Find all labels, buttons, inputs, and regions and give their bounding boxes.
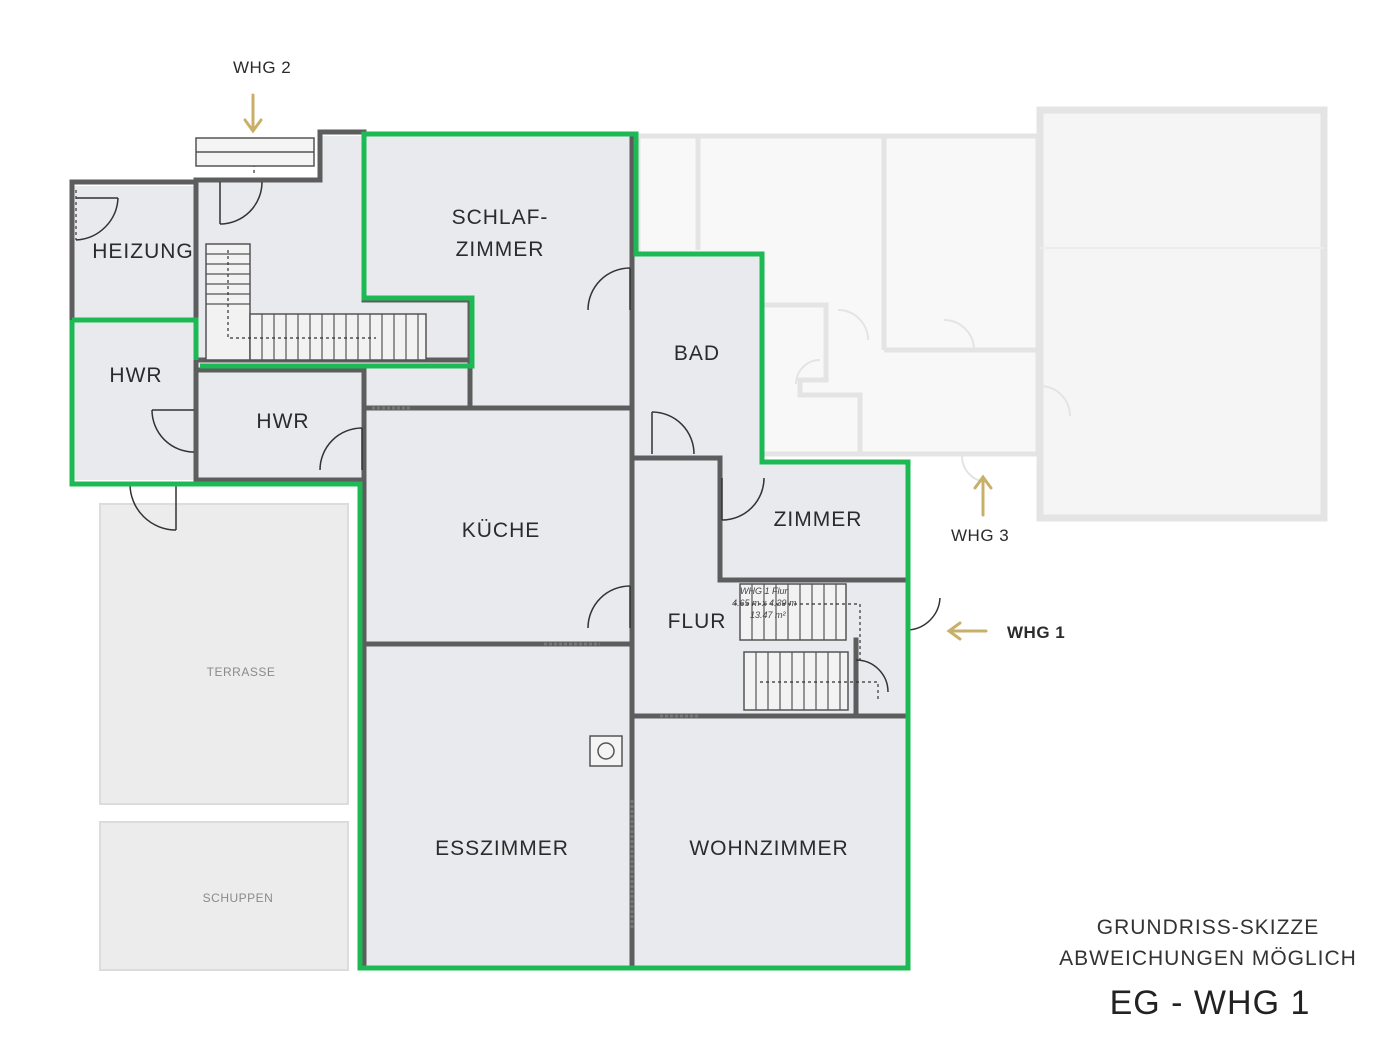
arrow-icon-whg1 bbox=[946, 621, 988, 641]
area-label-terrasse: TERRASSE bbox=[207, 665, 276, 679]
arrow-icon-whg3 bbox=[973, 474, 993, 517]
entry-step-whg2 bbox=[195, 137, 315, 167]
room-label-schlafzimmer-1: SCHLAF- bbox=[452, 206, 549, 229]
entrance-label-whg2: WHG 2 bbox=[233, 58, 291, 77]
wall-openings bbox=[372, 406, 700, 930]
room-label-bad: BAD bbox=[674, 342, 720, 365]
room-label-hwr-center: HWR bbox=[256, 410, 309, 433]
staircase-flur bbox=[739, 583, 849, 711]
entrance-label-whg3: WHG 3 bbox=[951, 526, 1009, 545]
plan-title: EG - WHG 1 bbox=[1109, 984, 1311, 1022]
entrance-label-whg1: WHG 1 bbox=[1007, 623, 1065, 642]
room-label-heizung: HEIZUNG bbox=[92, 240, 194, 263]
room-label-hwr-left: HWR bbox=[109, 364, 162, 387]
note-line-2: ABWEICHUNGEN MÖGLICH bbox=[1059, 947, 1357, 970]
floor-areas bbox=[74, 136, 908, 970]
schuppen-area bbox=[99, 821, 349, 971]
flur-annotation-1: WHG 1 Flur bbox=[740, 586, 789, 596]
room-label-wohnzimmer: WOHNZIMMER bbox=[689, 837, 848, 860]
arrow-icon-whg2 bbox=[243, 93, 263, 134]
terrasse-area bbox=[99, 503, 349, 805]
room-label-kueche: KÜCHE bbox=[462, 519, 541, 542]
flur-annotation-2: 4.65 m x 4.39 m bbox=[732, 598, 797, 608]
chimney-icon bbox=[589, 735, 623, 767]
room-label-esszimmer: ESSZIMMER bbox=[435, 837, 569, 860]
room-label-flur: FLUR bbox=[668, 610, 727, 633]
whg1-outline bbox=[69, 131, 911, 971]
note-line-1: GRUNDRISS-SKIZZE bbox=[1096, 916, 1320, 939]
room-label-zimmer: ZIMMER bbox=[774, 508, 863, 531]
area-label-schuppen: SCHUPPEN bbox=[203, 891, 274, 905]
flur-annotation-3: 13.47 m² bbox=[750, 610, 787, 620]
disclaimer-note: GRUNDRISS-SKIZZE ABWEICHUNGEN MÖGLICH bbox=[1028, 912, 1388, 974]
stair-treads-flur bbox=[751, 584, 841, 710]
room-label-schlafzimmer-2: ZIMMER bbox=[456, 238, 545, 261]
